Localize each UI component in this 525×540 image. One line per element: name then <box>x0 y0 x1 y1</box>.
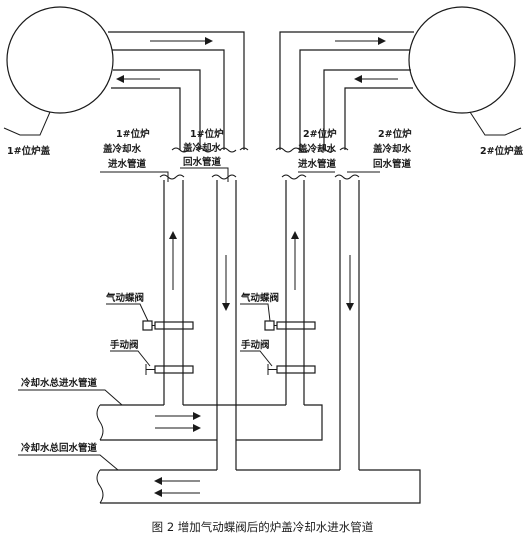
label-furnace-cover-1: 1#位炉盖 <box>7 145 51 157</box>
label-pneumatic-valve-left: 气动蝶阀 <box>105 292 144 304</box>
label-return-2-line2: 盖冷却水 <box>373 143 412 155</box>
figure-caption: 图 2 增加气动蝶阀后的炉盖冷却水进水管道 <box>151 520 374 534</box>
label-main-inlet: 冷却水总进水管道 <box>21 377 98 389</box>
label-return-2-line1: 2#位炉 <box>378 128 412 140</box>
manual-valve-right <box>276 365 316 374</box>
labels: 1#位炉盖 2#位炉盖 1#位炉 盖冷却水 进水管道 1#位炉 盖冷却水 回水管… <box>7 128 524 454</box>
label-inlet-2-line2: 盖冷却水 <box>298 143 337 155</box>
label-inlet-1-line2: 盖冷却水 <box>103 143 142 155</box>
main-headers <box>96 404 421 504</box>
right-pipes <box>264 31 414 470</box>
label-return-1-line3: 回水管道 <box>183 156 222 168</box>
furnace-cover-1-circle <box>6 6 114 114</box>
label-inlet-1-line1: 1#位炉 <box>116 128 150 140</box>
pneumatic-valve-left <box>154 321 194 330</box>
label-inlet-1-line3: 进水管道 <box>108 158 147 170</box>
pneumatic-valve-right-actuator <box>264 320 275 331</box>
left-pipes <box>108 31 249 470</box>
label-inlet-2-line1: 2#位炉 <box>303 128 337 140</box>
label-return-1-line1: 1#位炉 <box>190 128 224 140</box>
label-main-return: 冷却水总回水管道 <box>21 442 98 454</box>
label-manual-valve-left: 手动阀 <box>110 339 139 351</box>
label-inlet-2-line3: 进水管道 <box>298 158 337 170</box>
pneumatic-valve-right <box>276 321 316 330</box>
pneumatic-valve-left-actuator <box>142 320 153 331</box>
furnace-cover-2-circle <box>408 6 516 114</box>
leader-lines <box>3 111 522 471</box>
manual-valve-left <box>154 365 194 374</box>
label-pneumatic-valve-right: 气动蝶阀 <box>240 292 279 304</box>
label-manual-valve-right: 手动阀 <box>241 339 270 351</box>
label-return-2-line3: 回水管道 <box>373 158 412 170</box>
label-return-1-line2: 盖冷却水 <box>183 142 222 154</box>
label-furnace-cover-2: 2#位炉盖 <box>480 145 524 157</box>
